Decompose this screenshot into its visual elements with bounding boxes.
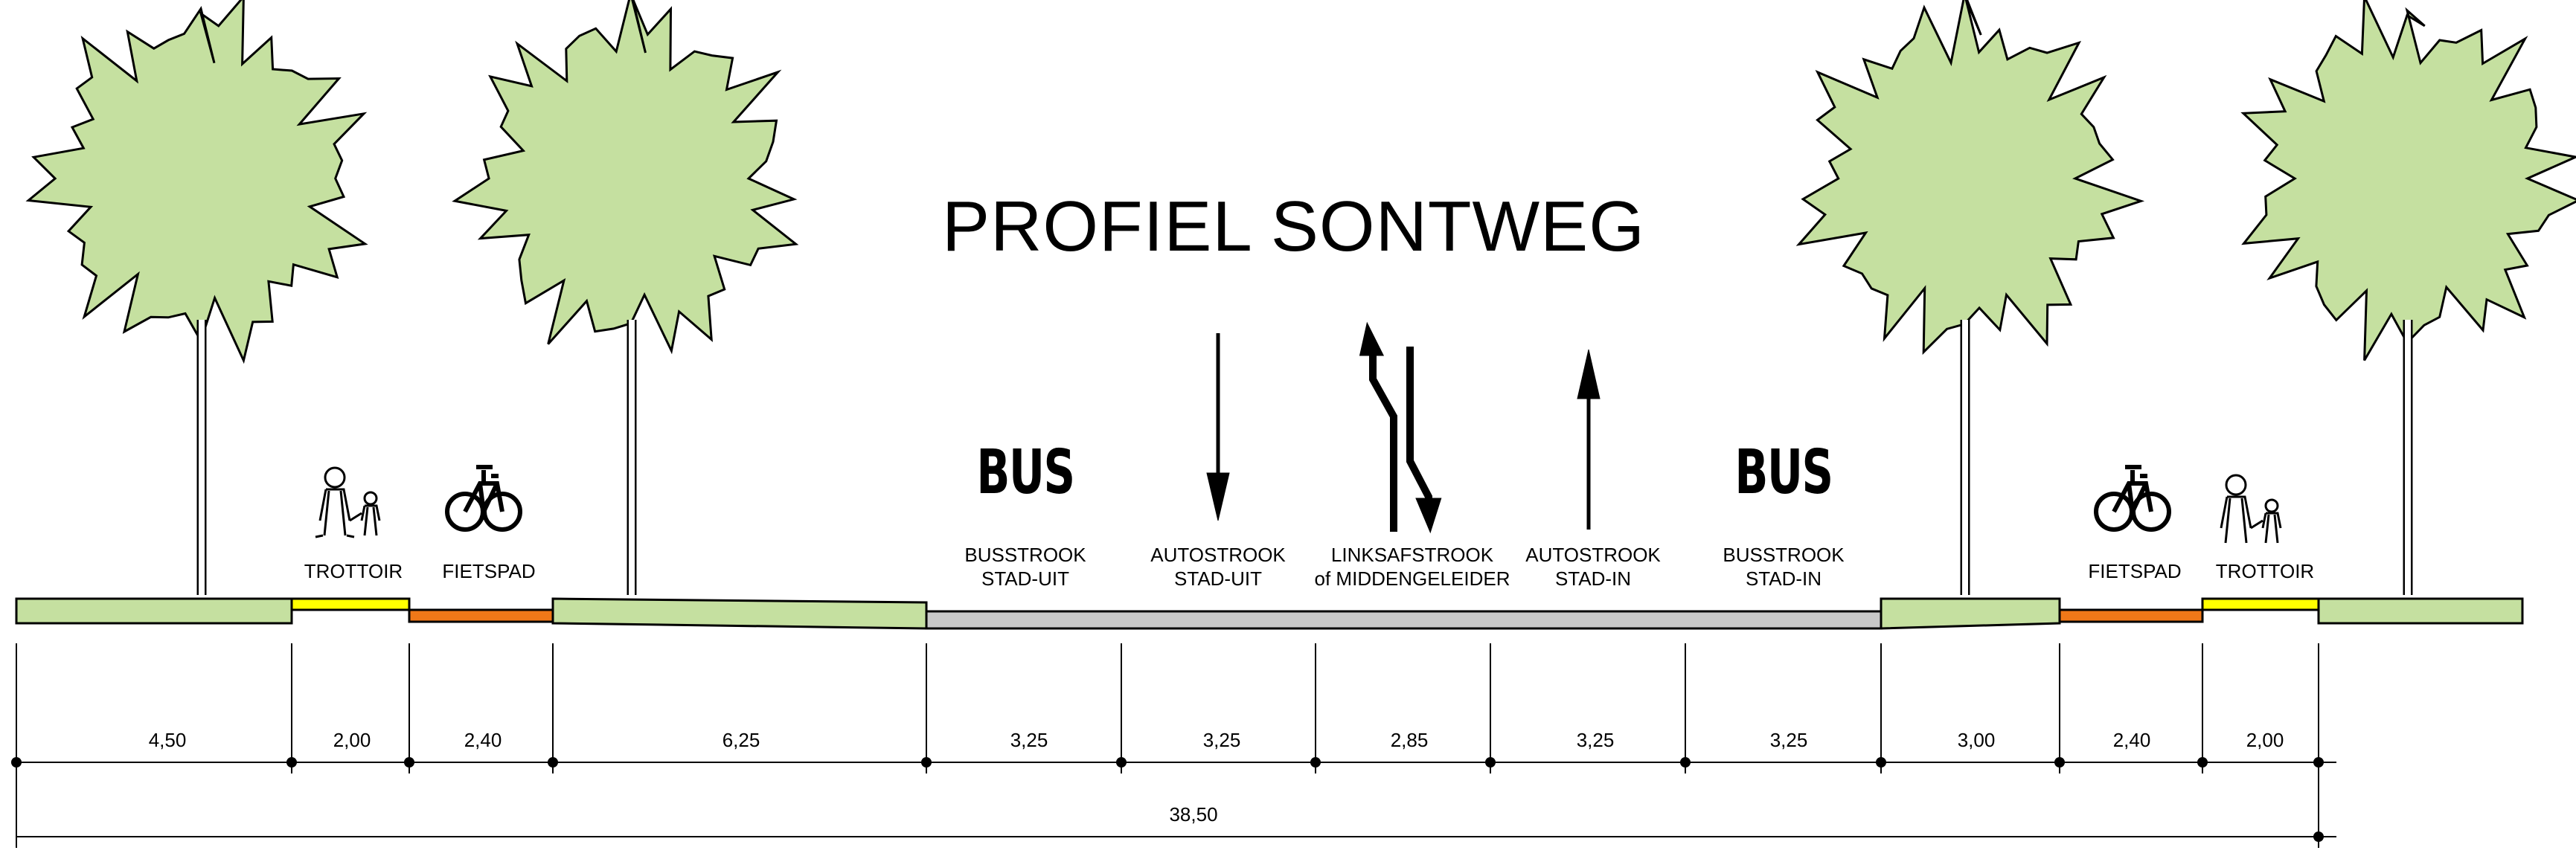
label-line: STAD-UIT xyxy=(981,567,1069,590)
dim-value: 2,40 xyxy=(464,729,502,751)
dim-dot xyxy=(548,757,558,768)
dim-dot xyxy=(1310,757,1321,768)
tree xyxy=(25,0,368,595)
tree-crown xyxy=(25,0,368,364)
tree-crown xyxy=(2240,0,2576,361)
road-surface xyxy=(925,610,1883,630)
dim-dot xyxy=(2313,831,2324,842)
tree-trunk xyxy=(1960,320,1970,595)
label-line: LINKSAFSTROOK xyxy=(1330,544,1494,566)
dim-value: 2,40 xyxy=(2112,729,2151,751)
pedestrian-icon xyxy=(315,466,381,538)
tree-trunk-fill xyxy=(2405,320,2411,595)
tree xyxy=(1795,0,2145,595)
dim-total-value: 38,50 xyxy=(1169,803,1218,826)
pedestrian-icon-right xyxy=(2220,474,2282,544)
label-autostrook-in: AUTOSTROOK STAD-IN xyxy=(1525,543,1661,591)
label-autostrook-out: AUTOSTROOK STAD-UIT xyxy=(1150,543,1286,591)
label-line: STAD-IN xyxy=(1554,567,1632,590)
tree xyxy=(452,0,799,595)
label-trottoir-left: TROTTOIR xyxy=(304,560,403,582)
bicycle-icon xyxy=(445,465,522,532)
dim-dot xyxy=(2054,757,2065,768)
dim-dot xyxy=(1485,757,1496,768)
dim-value: 2,00 xyxy=(333,729,371,751)
trottoir-left xyxy=(290,597,411,611)
dim-value: 2,00 xyxy=(2246,729,2284,751)
turn-left-arrows-icon xyxy=(1359,321,1442,534)
verge-left xyxy=(15,597,293,625)
label-fietspad-right: FIETSPAD xyxy=(2088,560,2182,582)
label-fietspad-left: FIETSPAD xyxy=(442,560,536,582)
tree-crown xyxy=(1795,0,2145,355)
dimension-chain xyxy=(11,643,2336,848)
tree-trunk xyxy=(2403,320,2413,595)
verge-middle-left xyxy=(551,597,928,630)
label-line: BUSSTROOK xyxy=(964,544,1086,566)
tree-trunk-fill xyxy=(629,320,635,595)
tree-trunk xyxy=(196,320,207,595)
dim-dot xyxy=(11,757,22,768)
dim-dot xyxy=(2313,757,2324,768)
arrow-up-icon xyxy=(1577,349,1601,530)
label-busstrook-in: BUSSTROOK STAD-IN xyxy=(1723,543,1844,591)
dim-value: 3,25 xyxy=(1202,729,1241,751)
label-linksafstrook: LINKSAFSTROOK of MIDDENGELEIDER xyxy=(1315,543,1510,591)
trottoir-right xyxy=(2201,597,2320,611)
ground-profile xyxy=(15,597,2524,630)
label-busstrook-out: BUSSTROOK STAD-UIT xyxy=(964,543,1086,591)
dim-dot xyxy=(1116,757,1127,768)
tree-trunk-fill xyxy=(199,320,205,595)
dim-dot xyxy=(2197,757,2208,768)
verge-right xyxy=(2317,597,2524,625)
dim-value: 4,50 xyxy=(148,729,187,751)
dim-value: 3,25 xyxy=(1576,729,1615,751)
bicycle-icon-right xyxy=(2094,465,2171,532)
dim-value: 3,25 xyxy=(1769,729,1808,751)
arrow-down-icon xyxy=(1206,333,1230,521)
bus-marking-out: BUS xyxy=(976,437,1075,508)
fietspad-right xyxy=(2058,608,2204,623)
page-title: PROFIEL SONTWEG xyxy=(942,187,1645,266)
label-line: AUTOSTROOK xyxy=(1150,544,1286,566)
dim-value: 3,00 xyxy=(1957,729,1996,751)
label-line: STAD-IN xyxy=(1745,567,1822,590)
dim-dot xyxy=(286,757,297,768)
verge-middle-right xyxy=(1880,597,2061,630)
tree xyxy=(2240,0,2576,595)
tree-trunk-fill xyxy=(1962,320,1968,595)
tree-crown xyxy=(452,0,799,355)
dim-dot xyxy=(404,757,414,768)
label-line: STAD-UIT xyxy=(1174,567,1262,590)
label-line: AUTOSTROOK xyxy=(1525,544,1661,566)
dim-dot xyxy=(1876,757,1886,768)
label-line: BUSSTROOK xyxy=(1723,544,1845,566)
dim-dot xyxy=(921,757,932,768)
bus-marking-in: BUS xyxy=(1734,437,1833,508)
label-trottoir-right: TROTTOIR xyxy=(2215,560,2315,582)
dim-value: 2,85 xyxy=(1390,729,1429,751)
dim-value: 3,25 xyxy=(1010,729,1048,751)
dim-value: 6,25 xyxy=(722,729,760,751)
tree-trunk xyxy=(627,320,637,595)
trees xyxy=(25,0,2576,595)
label-line: of MIDDENGELEIDER xyxy=(1314,567,1510,590)
dim-dot xyxy=(1680,757,1691,768)
fietspad-left xyxy=(408,608,554,623)
